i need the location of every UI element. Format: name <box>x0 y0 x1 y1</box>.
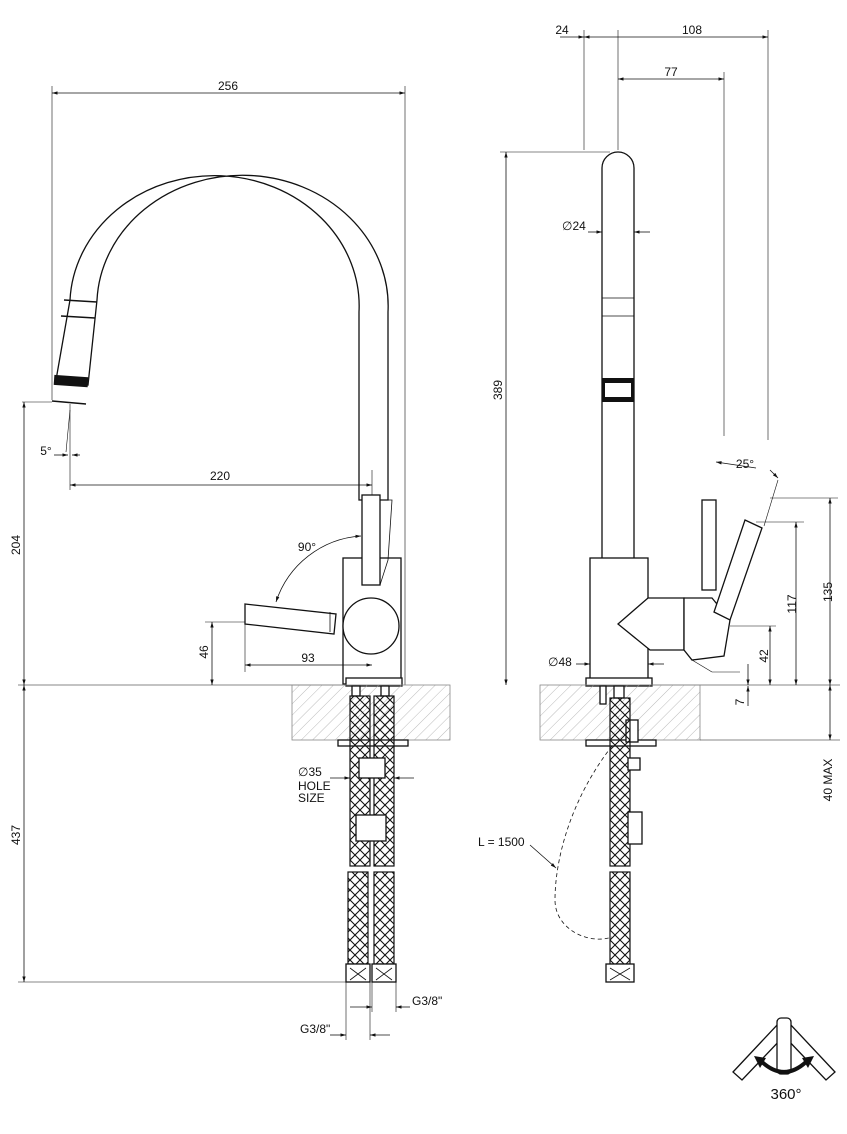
mixer-body <box>244 494 403 687</box>
side-deck-max-label: 40 MAX <box>821 759 835 802</box>
side-width-label: 108 <box>682 23 702 37</box>
spout <box>51 174 389 501</box>
hoses-front <box>345 685 397 983</box>
side-body <box>585 499 763 687</box>
hole-label-1: HOLE <box>298 779 331 793</box>
side-reach-label: 77 <box>664 65 678 79</box>
front-spout-angle-label: 5° <box>40 444 52 458</box>
front-width-label: 256 <box>218 79 238 93</box>
side-base-diameter-label: ∅48 <box>548 655 572 669</box>
side-gap-label: 7 <box>733 698 747 705</box>
side-spout-diameter-label: ∅24 <box>562 219 586 233</box>
front-handle-reach-label: 93 <box>301 651 315 665</box>
front-hose-length-label: 437 <box>9 825 23 845</box>
side-view: 24 108 77 ∅24 389 <box>478 23 840 983</box>
side-height-label: 389 <box>491 380 505 400</box>
thread-left-label: G3/8" <box>300 1022 330 1036</box>
front-view: 256 5° 220 90° <box>9 79 451 1040</box>
side-lever-height-1-label: 117 <box>785 594 799 613</box>
side-offset-label: 24 <box>555 23 569 37</box>
hole-label-2: SIZE <box>298 791 325 805</box>
front-height-label: 204 <box>9 535 23 555</box>
side-lever-angle-label: 25° <box>736 457 754 471</box>
front-reach-label: 220 <box>210 469 230 483</box>
rotation-badge: 360° <box>732 1017 836 1103</box>
front-handle-height-label: 46 <box>197 645 211 659</box>
rotation-label: 360° <box>770 1086 801 1103</box>
side-lever-height-3-label: 42 <box>757 649 771 663</box>
hole-diameter-label: ∅35 <box>298 765 322 779</box>
side-spout <box>601 151 635 561</box>
hoses-side <box>554 685 643 983</box>
countertop-front <box>291 684 451 741</box>
thread-right-label: G3/8" <box>412 994 442 1008</box>
hose-length-label: L = 1500 <box>478 835 525 849</box>
side-lever-height-2-label: 135 <box>821 582 835 602</box>
front-handle-angle-label: 90° <box>298 540 316 554</box>
